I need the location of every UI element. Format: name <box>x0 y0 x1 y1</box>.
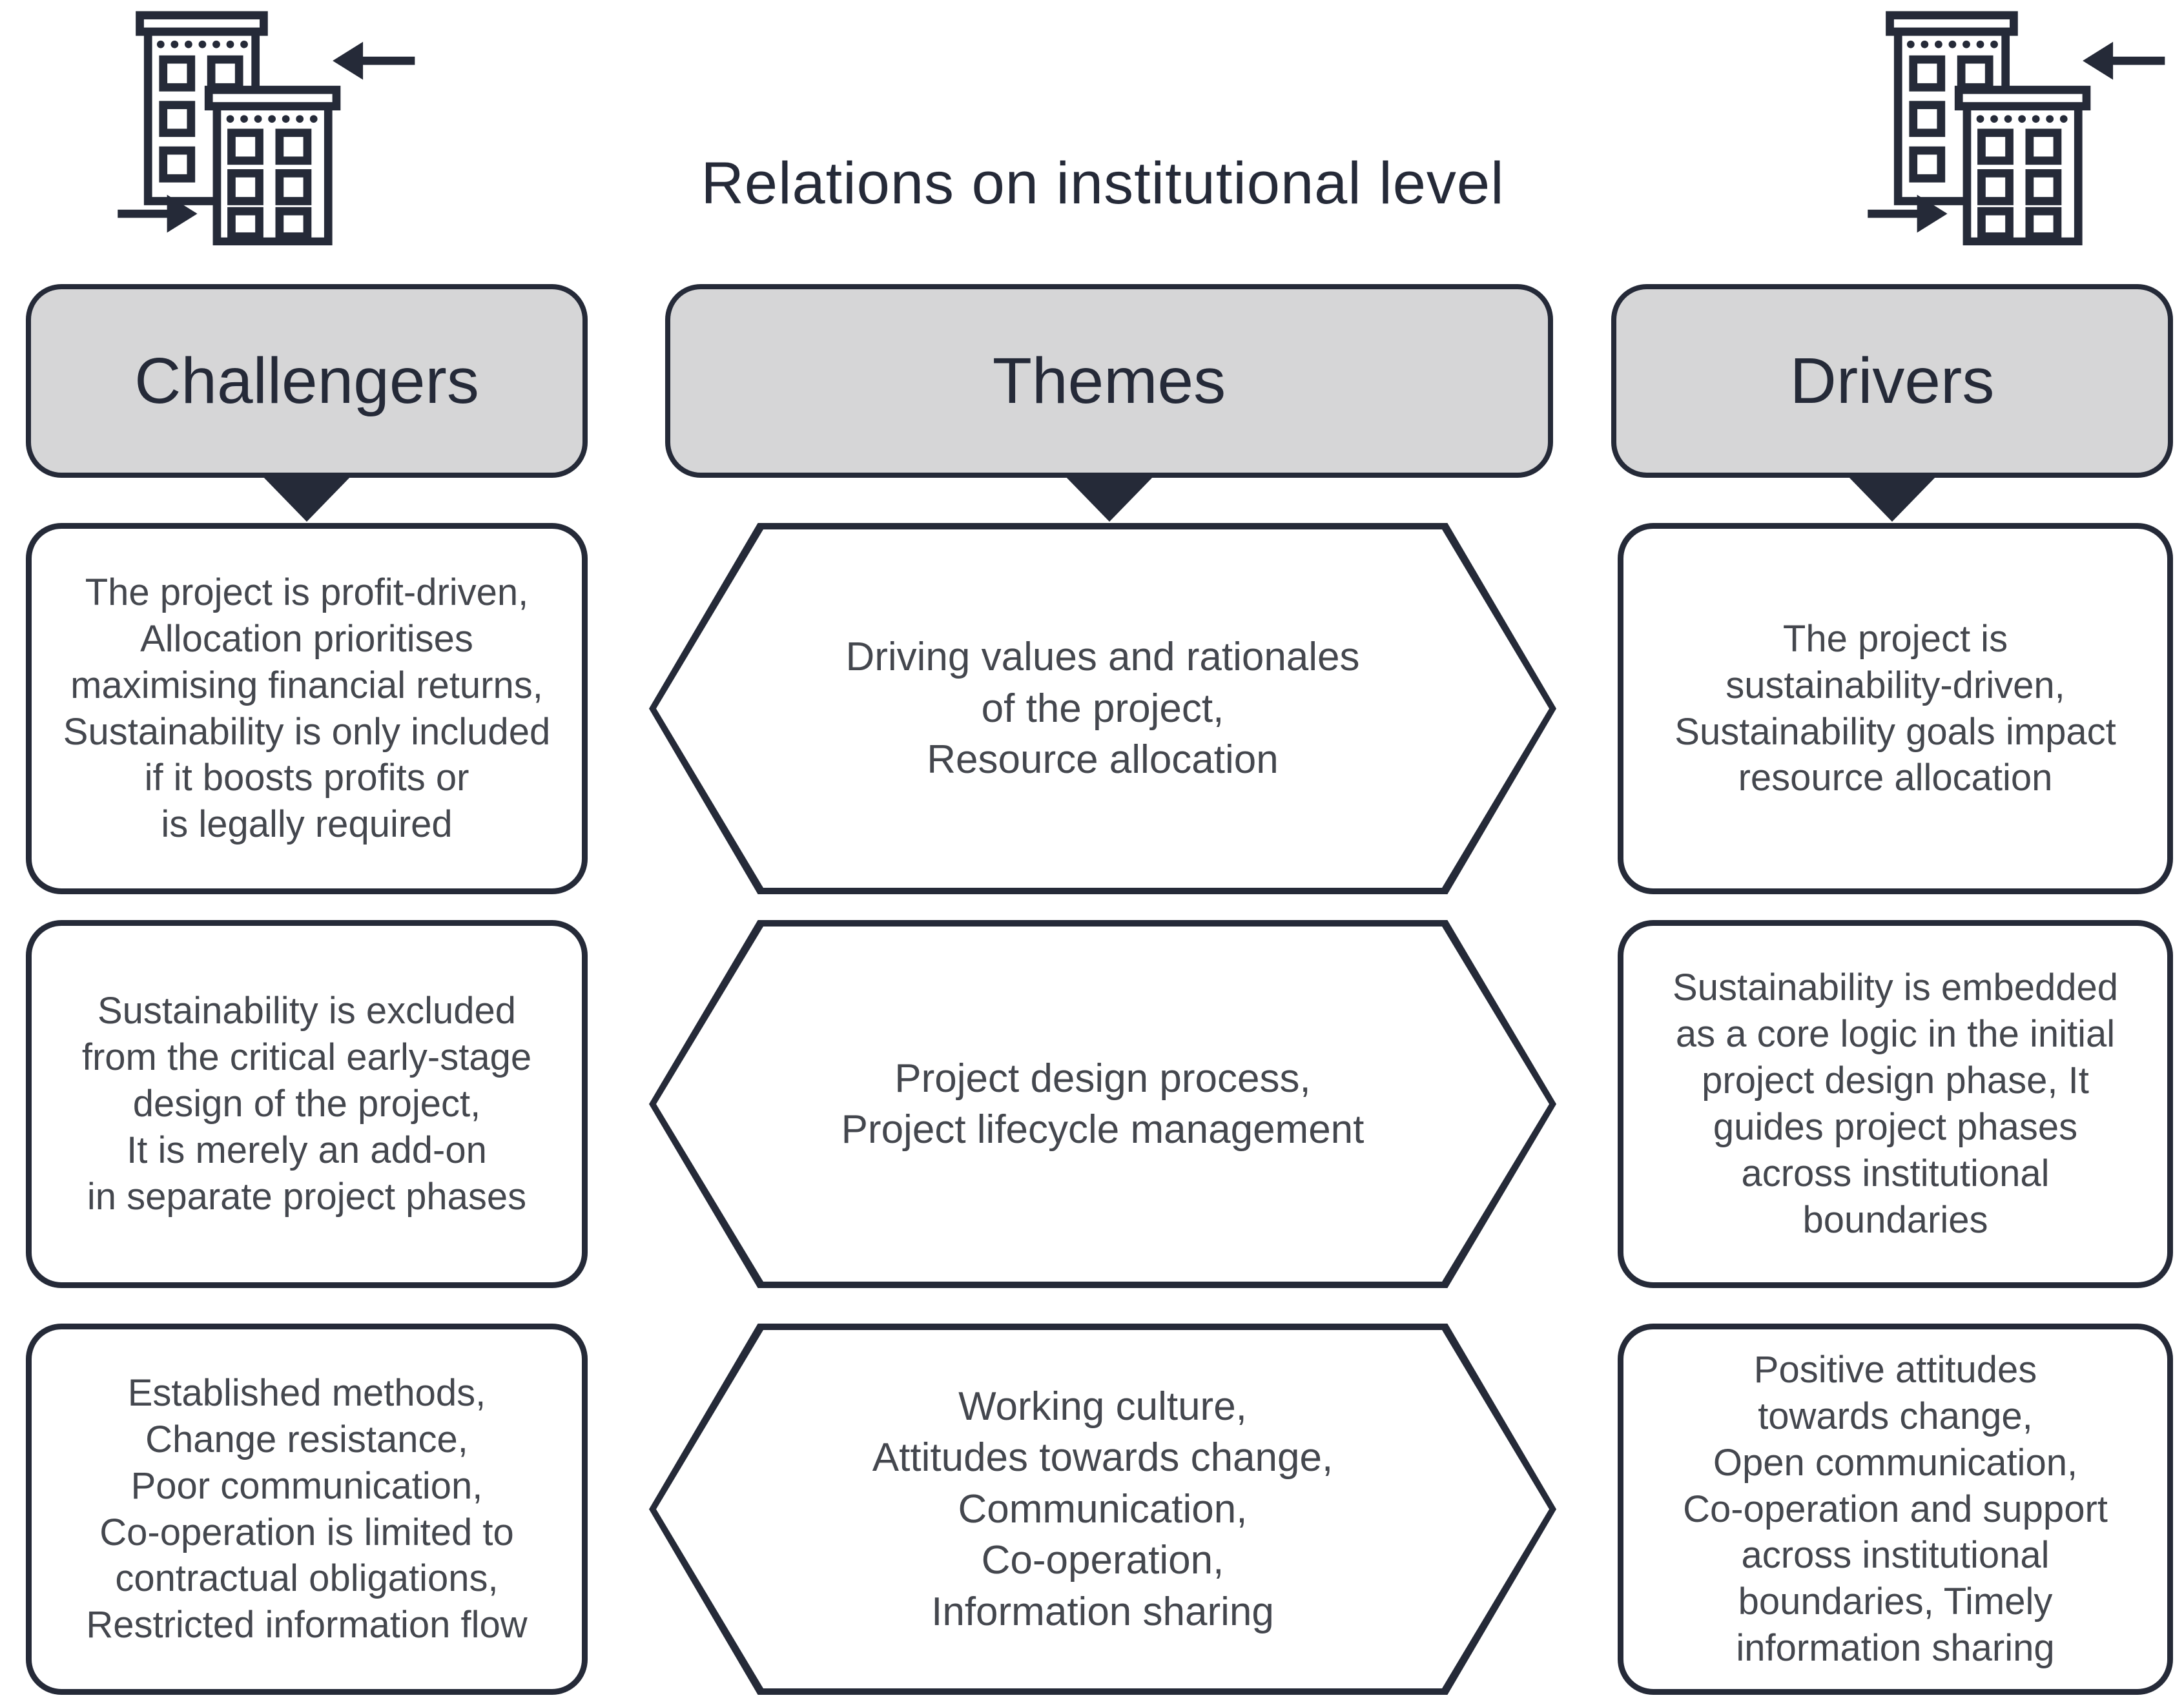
themes-hexagon-3-text: Working culture, Attitudes towards chang… <box>872 1384 1334 1634</box>
buildings-exchange-icon <box>65 5 426 245</box>
pointer-triangle <box>1847 475 1937 522</box>
themes-hexagon-1-text: Driving values and rationales of the pro… <box>845 635 1360 783</box>
drivers-header: Drivers <box>1611 284 2173 522</box>
challengers-box-1: The project is profit-driven, Allocation… <box>26 523 588 894</box>
themes-hexagon-3: Working culture, Attitudes towards chang… <box>649 1324 1556 1695</box>
drivers-box-2: Sustainability is embedded as a core log… <box>1618 920 2173 1288</box>
drivers-header-label: Drivers <box>1789 344 1995 417</box>
themes-hexagon-2-text: Project design process, Project lifecycl… <box>841 1056 1365 1152</box>
challengers-box-2-text: Sustainability is excluded from the crit… <box>81 990 532 1218</box>
drivers-box-1: The project is sustainability-driven, Su… <box>1618 523 2173 894</box>
drivers-box-3: Positive attitudes towards change, Open … <box>1618 1324 2173 1695</box>
pointer-triangle <box>262 475 352 522</box>
themes-hexagon-2: Project design process, Project lifecycl… <box>649 920 1556 1288</box>
challengers-header: Challengers <box>26 284 588 522</box>
pointer-triangle <box>1064 475 1155 522</box>
themes-hexagon-1: Driving values and rationales of the pro… <box>649 523 1556 894</box>
challengers-header-label: Challengers <box>134 344 479 417</box>
drivers-box-1-text: The project is sustainability-driven, Su… <box>1674 617 2116 799</box>
challengers-box-3-text: Established methods, Change resistance, … <box>86 1371 528 1646</box>
challengers-box-1-text: The project is profit-driven, Allocation… <box>63 571 551 846</box>
hexagon-fill <box>656 529 1549 888</box>
drivers-box-2-text: Sustainability is embedded as a core log… <box>1673 967 2118 1241</box>
diagram-title: Relations on institutional level <box>701 150 1505 216</box>
themes-header: Themes <box>665 284 1553 522</box>
hexagon-fill <box>656 1330 1549 1688</box>
drivers-box-3-text: Positive attitudes towards change, Open … <box>1683 1348 2108 1670</box>
buildings-exchange-icon <box>1815 5 2176 245</box>
hexagon-fill <box>656 927 1549 1282</box>
themes-header-label: Themes <box>992 344 1226 417</box>
challengers-box-3: Established methods, Change resistance, … <box>26 1324 588 1695</box>
challengers-box-2: Sustainability is excluded from the crit… <box>26 920 588 1288</box>
